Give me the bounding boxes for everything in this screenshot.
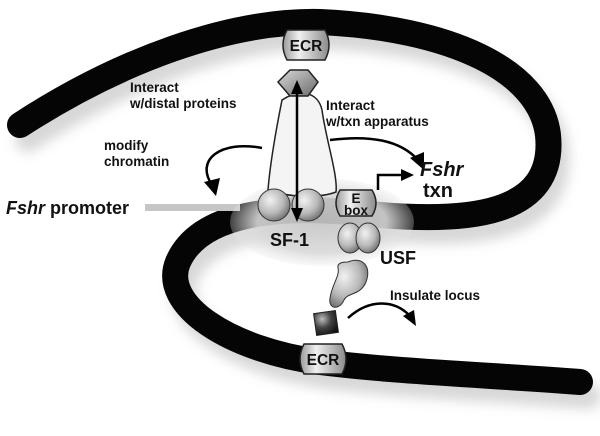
sf1-label: SF-1 — [270, 230, 309, 250]
ebox-e: E — [351, 191, 360, 206]
promoter-line — [145, 204, 240, 211]
modify-line1: modify — [104, 138, 149, 153]
ecr-bottom-label: ECR — [307, 352, 340, 369]
vertical-double-arrow — [291, 80, 303, 222]
usf-label: USF — [380, 248, 416, 268]
fshr-txn-word: txn — [423, 180, 453, 202]
modify-line2: chromatin — [104, 154, 169, 169]
promoter-label: Fshr promoter — [6, 198, 129, 218]
ecr-top: ECR — [282, 29, 330, 61]
interact-txn-line2: w/txn apparatus — [325, 114, 429, 129]
txn-apparatus-arrow — [329, 136, 424, 170]
ebox: E box — [335, 189, 377, 218]
insulate-label: Insulate locus — [390, 288, 480, 303]
promoter-suffix: promoter — [45, 198, 129, 218]
linker-protein — [329, 259, 369, 308]
promoter-gene: Fshr — [6, 198, 46, 218]
ecr-top-label: ECR — [290, 38, 323, 55]
ecr-bottom: ECR — [299, 343, 347, 375]
insulator-square — [313, 310, 339, 336]
interact-distal-line1: Interact — [130, 80, 179, 95]
coactivator-complex — [267, 92, 337, 198]
interact-txn-line1: Interact — [326, 98, 375, 113]
interact-distal-line2: w/distal proteins — [129, 96, 237, 111]
insulate-arrow — [347, 302, 416, 326]
ebox-box: box — [344, 203, 368, 218]
transcription-start-arrow — [376, 169, 414, 190]
sf1-sphere-left — [257, 188, 291, 222]
modify-chromatin-arrow — [204, 145, 263, 196]
fshr-txn-gene: Fshr — [420, 159, 465, 181]
usf-sphere-right — [355, 222, 381, 254]
